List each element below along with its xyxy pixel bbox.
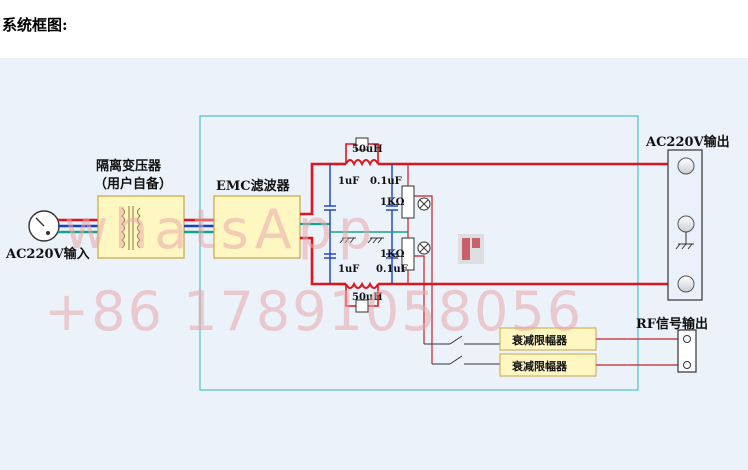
- attenuator-1-label: 衰减限幅器: [511, 333, 568, 347]
- ac-input-plug-icon: [28, 210, 60, 242]
- equipment-enclosure: [199, 115, 639, 391]
- rf-output-label: RF信号输出: [636, 316, 708, 332]
- cap-top-left-label: 1uF: [338, 176, 359, 187]
- inductor-top-label: 50uH: [352, 144, 383, 155]
- inductor-bottom-label: 50uH: [352, 292, 383, 303]
- ground-symbol-icon: [339, 237, 384, 244]
- transformer-to-emc-wires: [184, 218, 214, 234]
- ac-output-terminals: [677, 157, 695, 293]
- filter-bottom-rail: [330, 281, 672, 307]
- fuse-bottom: [355, 299, 369, 313]
- ac-output-label: AC220V输出: [645, 134, 730, 150]
- cap-bottom-right-label: 0.1uF: [376, 264, 408, 275]
- transformer-label-line1: 隔离变压器: [96, 158, 162, 174]
- cap-top-right-label: 0.1uF: [370, 176, 402, 187]
- neon-lamp-top-icon: [417, 197, 431, 211]
- transformer-label-line2: （用户自备）: [94, 176, 172, 192]
- input-wires: [58, 218, 98, 234]
- filter-capacitors: [324, 164, 398, 284]
- diagram-panel: [0, 58, 748, 470]
- diagram-heading: 系统框图:: [2, 16, 68, 34]
- rf-terminal-2: [683, 361, 691, 369]
- resistor-bottom: [401, 237, 415, 271]
- attenuator-2-label: 衰减限幅器: [511, 359, 568, 373]
- cap-bottom-left-label: 1uF: [338, 264, 359, 275]
- emc-output-wires: [300, 162, 330, 286]
- emc-filter-block: [213, 195, 301, 259]
- watermark-line2: +86 17891058056: [44, 280, 583, 343]
- neon-lamp-bottom-icon: [417, 241, 431, 255]
- fuse-top: [355, 137, 369, 151]
- watermark-line1: whatsApp: [64, 198, 378, 261]
- rf-output-wires: [596, 338, 686, 366]
- filter-top-rail: [330, 143, 672, 167]
- ac-input-label: AC220V输入: [5, 246, 90, 262]
- emc-filter-label: EMC滤波器: [216, 178, 291, 194]
- resistor-bottom-label: 1KΩ: [380, 249, 405, 260]
- rf-output-terminal-block: [677, 329, 697, 373]
- rf-switches: [424, 335, 500, 365]
- brand-logo-icon: [458, 234, 484, 264]
- resistor-top-label: 1KΩ: [380, 197, 405, 208]
- resistor-top: [401, 185, 415, 219]
- terminal-ground-icon: [675, 232, 694, 250]
- rf-terminal-1: [683, 335, 691, 343]
